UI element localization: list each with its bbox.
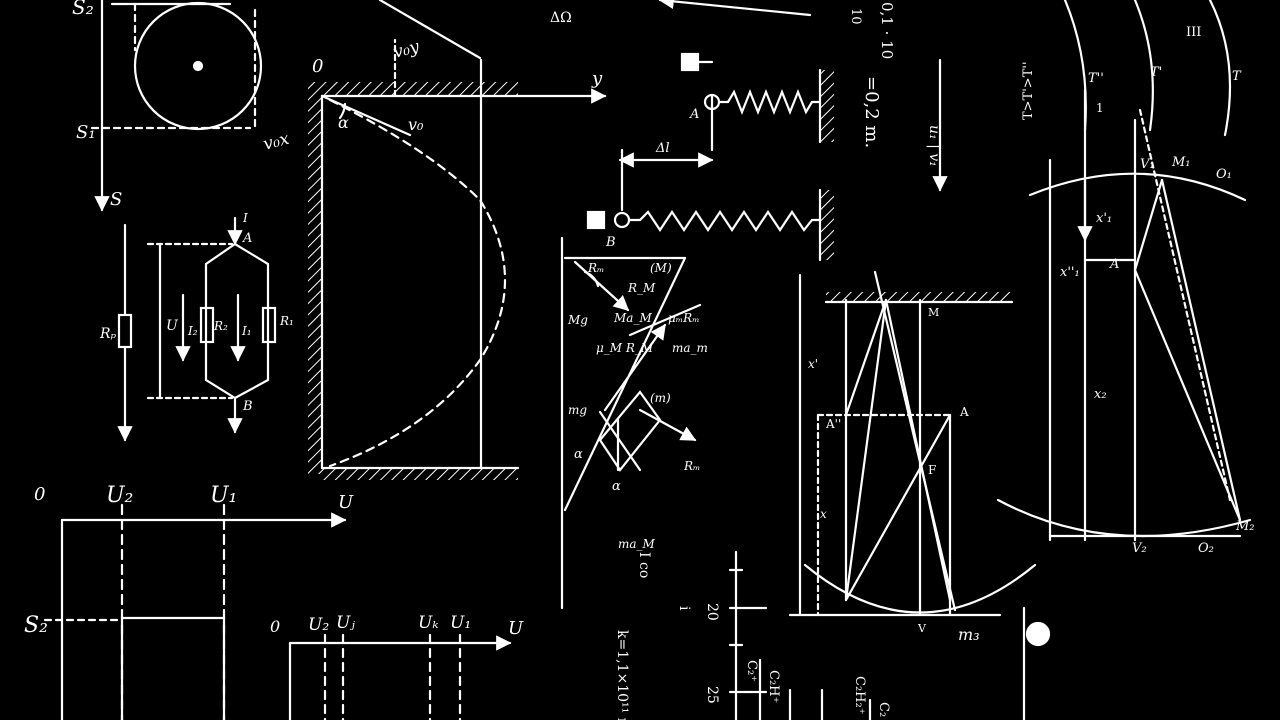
rolling-disc-diagram <box>90 0 482 212</box>
label-MaM: Ma_M <box>613 311 652 325</box>
tick-20: 20 <box>704 603 720 621</box>
label-v2: V₂ <box>1132 541 1147 556</box>
label-x-prime: x' <box>808 357 818 371</box>
spring-system <box>586 0 834 262</box>
label-m3: m₃ <box>958 625 980 644</box>
label-s1: S₁ <box>76 122 96 143</box>
label-delta-l: Δl <box>655 141 670 156</box>
label-r2: R₂ <box>213 319 228 333</box>
label-v0: v₀ <box>408 115 424 134</box>
label-small-m: (m) <box>650 391 671 405</box>
isotherm-diagram <box>996 0 1252 542</box>
label-optics-m: M <box>928 306 939 319</box>
label-m1: M₁ <box>1171 155 1191 170</box>
label-Rm: Rₘ <box>683 459 700 473</box>
equation-top: 0,1 · 10 <box>878 2 896 59</box>
label-u1: U₁ <box>210 483 237 508</box>
label-rm: Rₘ <box>587 261 604 275</box>
label-one: 1 <box>1096 101 1104 115</box>
label-mg: mg <box>568 403 587 417</box>
label-frame-m: (M) <box>650 261 672 275</box>
label-co: I co <box>636 552 652 578</box>
label-node-a: A <box>242 231 252 246</box>
pendulum-mass <box>1022 606 1051 720</box>
label-uj: Uⱼ <box>336 613 355 633</box>
label-focus-f: F <box>928 463 936 477</box>
label-u2: U₂ <box>106 483 133 508</box>
label-t-inequality: T>T'>T'' <box>1021 61 1036 120</box>
label-t: T <box>1232 69 1242 84</box>
label-Mg: Mg <box>567 313 588 327</box>
circuit-diagram <box>117 216 277 442</box>
label-c2plus: C₂⁺ <box>744 660 759 682</box>
label-t-double-prime: T'' <box>1088 71 1104 86</box>
label-mam-bottom: ma_M <box>618 537 656 551</box>
tick-25: 25 <box>704 686 720 704</box>
label-zero: 0 <box>34 484 45 505</box>
label-point-a: A <box>959 405 969 419</box>
label-spring-b: B <box>605 235 616 250</box>
tick-i: i <box>676 606 692 611</box>
label-c2hplus: C₂H⁺ <box>766 670 781 703</box>
label-s2-bottom: S₂ <box>24 613 48 638</box>
equation-fraction: 10 <box>848 8 863 25</box>
label-v1: V₁ <box>1140 157 1155 172</box>
label-voltage-u: U <box>166 318 179 334</box>
label-v: V <box>917 622 927 635</box>
label-spring-a: A <box>689 107 699 122</box>
label-k-eq: k=1,1×10¹¹ mm. <box>614 630 630 720</box>
label-s2: S₂ <box>72 0 94 19</box>
spectrum-axis <box>728 550 872 720</box>
label-o2: O₂ <box>1198 541 1214 556</box>
label-rM: R_M <box>627 281 656 295</box>
label-alpha-incline: α <box>612 479 621 494</box>
inequality-vertical: u₁ | v₁ <box>926 125 942 167</box>
potential-diagram <box>43 503 512 720</box>
label-x2: x₂ <box>1094 387 1107 402</box>
label-u-bottom: U <box>338 492 354 513</box>
label-x1-prime: x'₁ <box>1096 211 1112 226</box>
label-u1-bottom: U₁ <box>450 613 471 633</box>
equation-result: =0,2 m. <box>861 76 882 148</box>
label-t-prime: T' <box>1150 65 1162 80</box>
label-c2: C₂ <box>876 702 891 717</box>
label-origin: 0 <box>312 56 323 77</box>
label-muMRM: μ_M R_M <box>596 341 654 355</box>
label-roman-3: III <box>1186 25 1201 40</box>
label-u-axis: U <box>508 618 524 639</box>
label-c2h2plus: C₂H₂⁺ <box>852 676 867 715</box>
label-o1: O₁ <box>1216 167 1232 182</box>
label-x: x <box>820 507 827 521</box>
label-i2: I₂ <box>187 324 198 338</box>
label-zero-2: 0 <box>270 617 280 636</box>
label-a-double-prime: A'' <box>825 417 841 431</box>
label-y-axis: y <box>591 68 603 89</box>
projectile-frame-diagram <box>308 38 607 480</box>
optics-diagram <box>788 270 1037 617</box>
label-s: S <box>110 189 122 210</box>
label-mam: ma_m <box>672 341 708 355</box>
label-r1: R₁ <box>279 314 294 328</box>
label-u2-bottom: U₂ <box>308 615 329 635</box>
label-rp: Rₚ <box>99 326 117 342</box>
label-i1: I₁ <box>241 324 252 338</box>
label-delta-omega: ΔΩ <box>550 10 572 26</box>
label-node-b: B <box>242 399 253 414</box>
inclined-plane-forces <box>560 236 702 610</box>
label-alpha: α <box>338 113 349 132</box>
label-alpha-incline-2: α <box>574 447 583 462</box>
label-muRm: μₘRₘ <box>668 311 700 325</box>
label-x1-double-prime: x''₁ <box>1060 265 1080 280</box>
label-v0x: v₀x <box>261 129 292 155</box>
label-uk: Uₖ <box>418 613 439 633</box>
label-m2: M₂ <box>1235 519 1255 534</box>
label-i-top: I <box>242 211 248 225</box>
label-a-isotherm: A <box>1109 257 1119 272</box>
